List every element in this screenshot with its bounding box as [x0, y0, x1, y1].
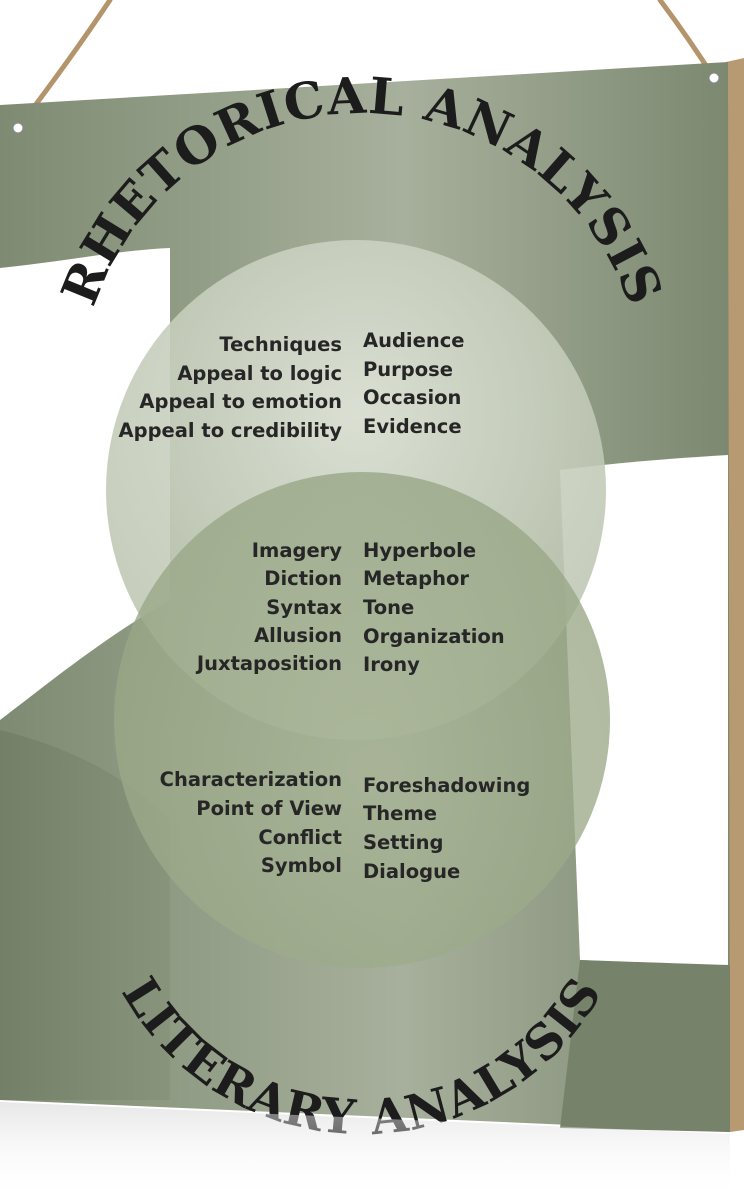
hole-right	[708, 72, 720, 84]
term: Appeal to logic	[177, 362, 342, 385]
term: Dialogue	[363, 860, 460, 883]
term: Metaphor	[363, 567, 469, 590]
term: Characterization	[160, 768, 342, 791]
term: Organization	[363, 625, 505, 648]
term: Setting	[363, 831, 443, 854]
literary-circle	[114, 472, 610, 968]
term: Syntax	[266, 596, 342, 619]
bottom-band	[0, 730, 170, 1100]
term: Juxtaposition	[195, 652, 342, 675]
literary-terms: Characterization Point of View Conflict …	[160, 768, 531, 883]
rhetorical-terms: Techniques Appeal to logic Appeal to emo…	[119, 329, 465, 442]
term: Techniques	[219, 333, 342, 356]
term: Foreshadowing	[363, 774, 530, 797]
bottom-right-band	[560, 960, 730, 1132]
term: Conflict	[258, 826, 342, 849]
white-wave-top	[0, 248, 170, 720]
term: Imagery	[252, 539, 343, 562]
term: Hyperbole	[363, 539, 476, 562]
term: Purpose	[363, 358, 453, 381]
board-reflection	[0, 1102, 730, 1200]
term: Symbol	[261, 854, 342, 877]
term: Diction	[264, 567, 342, 590]
term: Appeal to credibility	[119, 419, 343, 442]
term: Theme	[363, 802, 437, 825]
term: Irony	[363, 653, 420, 676]
term: Tone	[363, 596, 414, 619]
term: Appeal to emotion	[139, 390, 342, 413]
shared-terms: Imagery Diction Syntax Allusion Juxtapos…	[195, 539, 505, 676]
term: Occasion	[363, 386, 461, 409]
hole-left	[12, 122, 24, 134]
term: Allusion	[254, 624, 342, 647]
term: Point of View	[196, 797, 342, 820]
term: Audience	[363, 329, 465, 352]
white-wave-middle	[560, 455, 728, 965]
term: Evidence	[363, 415, 462, 438]
board-edge	[726, 58, 744, 1132]
